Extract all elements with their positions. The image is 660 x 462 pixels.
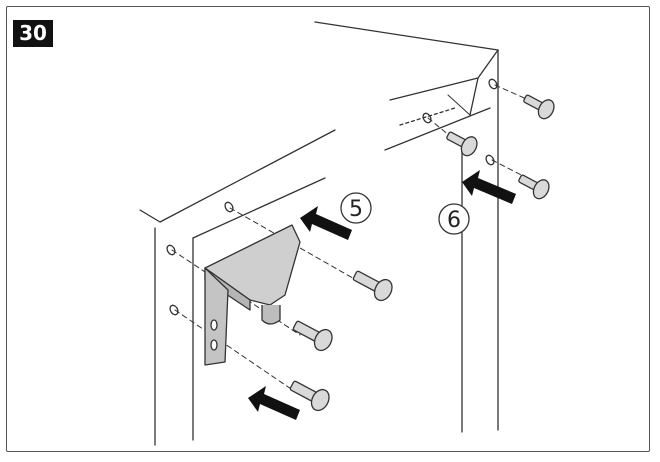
callout-5: 5	[340, 192, 372, 224]
right-panel-outline	[314, 21, 499, 433]
callout-5-label: 5	[349, 197, 363, 222]
figure-frame	[6, 6, 650, 452]
alignment-lines	[171, 84, 541, 396]
bracket-icon	[204, 224, 301, 366]
left-panel-outline	[139, 129, 336, 446]
mounting-holes	[166, 78, 498, 316]
step-number-badge: 30	[13, 20, 53, 47]
arrow-icon	[248, 170, 516, 420]
callout-6-label: 6	[447, 208, 461, 233]
screw-icon	[289, 94, 555, 412]
callout-6: 6	[438, 203, 470, 235]
